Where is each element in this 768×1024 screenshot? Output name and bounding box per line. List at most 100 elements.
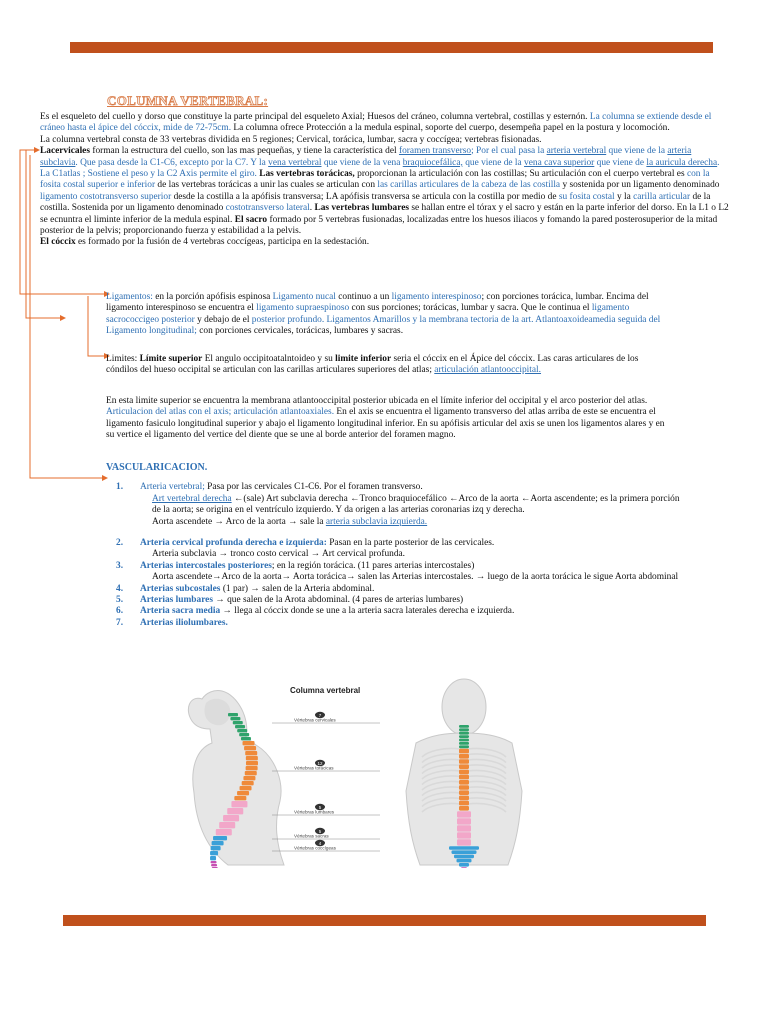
rib (421, 786, 461, 797)
list-number: 5. (116, 595, 124, 606)
list-item-text: ; en la región torácica. (11 pares arter… (271, 560, 475, 571)
sacro-term: El sacro (234, 214, 268, 225)
back-vertebra-thoracic (459, 774, 469, 780)
back-vertebra-sacral (454, 854, 474, 859)
side-vertebra-thoracic (239, 786, 252, 791)
list-item: 4. Arterias subcostales (1 par) → salen … (106, 584, 686, 595)
braquiocefalica-link[interactable]: braquiocefálica, (402, 157, 463, 168)
side-vertebra-thoracic (237, 791, 250, 796)
auricula-derecha-link[interactable]: la auricula derecha (646, 157, 718, 168)
side-vertebra-thoracic (242, 741, 255, 746)
intro-highlight: carilla articular (633, 191, 691, 202)
intro-text: se hallan entre el tórax y el sacro y es… (40, 203, 729, 225)
ligamentos-text: ; con porciones torácica, lumbar. Encima… (106, 292, 649, 314)
figure-title: Columna vertebral (290, 686, 360, 695)
cervical-term: Lacervicales (40, 146, 90, 157)
intro-highlight: . Que pasa desde la C1-C6, excepto por l… (75, 157, 266, 168)
vascularizacion-section: VASCULARICACION. 1. Arteria vertebral; P… (106, 462, 686, 629)
rib (421, 797, 461, 808)
rib (467, 764, 507, 775)
intro-text: es formado por la fusión de 4 vertebras … (78, 237, 370, 248)
intro-text: . (309, 203, 313, 214)
arteria-subclavia-link[interactable]: arteria subclavia (40, 146, 692, 168)
side-vertebra-coccyx (211, 867, 218, 868)
intro-highlight: que viene de la (465, 157, 522, 168)
lumbar-term: Las vertebras lumbares (314, 203, 410, 214)
thoracic-term: Las vertebras torácicas, (259, 169, 355, 180)
side-vertebra-cervical (240, 737, 251, 741)
side-vertebra-sacral (210, 846, 221, 851)
foramen-transverso-link[interactable]: foramen transverso (398, 146, 472, 157)
arteria-subclavia-izquierda-link[interactable]: arteria subclavia izquierda. (325, 516, 428, 527)
back-vertebra-cervical (459, 738, 469, 742)
ligamentos-text: con porciones cervicales, torácicas, lum… (199, 326, 404, 337)
back-vertebra-lumbar (457, 811, 471, 818)
back-ribs (421, 747, 507, 813)
side-vertebra-sacral (210, 856, 217, 861)
arteria-vertebral-link[interactable]: arteria vertebral (546, 146, 607, 157)
intro-text: y la (616, 191, 631, 202)
ligamentos-highlight: ligamento interespinoso (391, 292, 482, 302)
intro-highlight: que viene de (596, 157, 645, 168)
back-vertebra-sacral (451, 850, 477, 854)
list-number: 4. (116, 583, 124, 594)
intro-highlight: ; Por el cual pasa la (471, 146, 545, 157)
side-vertebra-lumbar (215, 829, 232, 836)
side-vertebra-thoracic (241, 781, 254, 786)
art-vertebral-derecha-link[interactable]: Art vertebral derecha (152, 493, 232, 504)
side-vertebra-cervical (239, 733, 250, 737)
back-vertebra-thoracic (459, 769, 469, 775)
vena-cava-link[interactable]: vena cava superior (524, 157, 595, 168)
intro-text: Es el esqueleto del cuello y dorso que c… (40, 112, 588, 122)
figure-label-text: Vértebras torácicas (294, 765, 334, 770)
articulacion-atlantooccipital-link[interactable]: articulación atlantooccipital. (434, 365, 542, 376)
vascularizacion-list: 1. Arteria vertebral; Pasa por las cervi… (106, 482, 686, 629)
rib (467, 802, 507, 813)
bottom-accent-bar (63, 915, 706, 926)
list-number: 3. (116, 560, 124, 571)
side-vertebra-thoracic (245, 766, 258, 771)
list-item-sub-text: Aorta ascendete→Arco de la aorta→ Aorta … (152, 572, 679, 583)
limites-text: El angulo occipitoatalntoideo y su (204, 354, 333, 364)
rib (467, 775, 507, 786)
side-vertebra-thoracic (243, 776, 256, 781)
ligamentos-highlight: ligamento supraespinoso (256, 303, 350, 314)
list-item-heading: Arterias subcostales (140, 583, 221, 594)
side-vertebra-sacral (210, 851, 219, 856)
intro-text: y sostenida por un ligamento denominado (560, 180, 720, 191)
list-item: 1. Arteria vertebral; Pasa por las cervi… (106, 482, 686, 538)
rib (467, 786, 507, 797)
back-vertebra-coccyx (461, 867, 467, 868)
back-spine (449, 725, 479, 868)
count-badge (315, 839, 325, 847)
limites-heading: Limites: (106, 354, 138, 364)
list-item-text: → llega al cóccix donde se une a la arte… (222, 606, 515, 617)
back-vertebra-lumbar (457, 832, 471, 839)
side-vertebra-cervical (228, 713, 238, 717)
back-vertebra-thoracic (459, 759, 469, 764)
list-item-text: Pasa por las cervicales C1-C6. Por el fo… (207, 482, 423, 493)
rib (467, 753, 507, 764)
intro-highlight: La columna se extiende desde el cráneo h… (40, 112, 712, 134)
list-item-heading: Arterias lumbares (140, 595, 213, 606)
side-vertebra-thoracic (234, 796, 247, 801)
list-number: 6. (116, 606, 124, 617)
list-item: 5. Arterias lumbares → que salen de la A… (106, 595, 686, 606)
vena-vertebral-link[interactable]: vena vertebral (268, 157, 322, 168)
side-vertebra-cervical (232, 721, 243, 725)
count-badge-number: 5 (319, 829, 322, 834)
intro-text: forman la estructura del cuello, son las… (92, 146, 397, 157)
rib (467, 780, 507, 791)
rib (421, 747, 461, 758)
rib (467, 797, 507, 808)
back-vertebra-lumbar (457, 818, 471, 825)
list-item-sub: Art vertebral derecha ←(sale) Art subcla… (140, 494, 686, 517)
intro-highlight: ligamento costotransverso superior (40, 191, 172, 202)
top-accent-bar (70, 42, 713, 53)
intro-text: La columna ofrece Protección a la medula… (233, 123, 670, 134)
list-item-text: Pasan en la parte posterior de las cervi… (329, 538, 495, 549)
list-number: 7. (116, 617, 124, 628)
